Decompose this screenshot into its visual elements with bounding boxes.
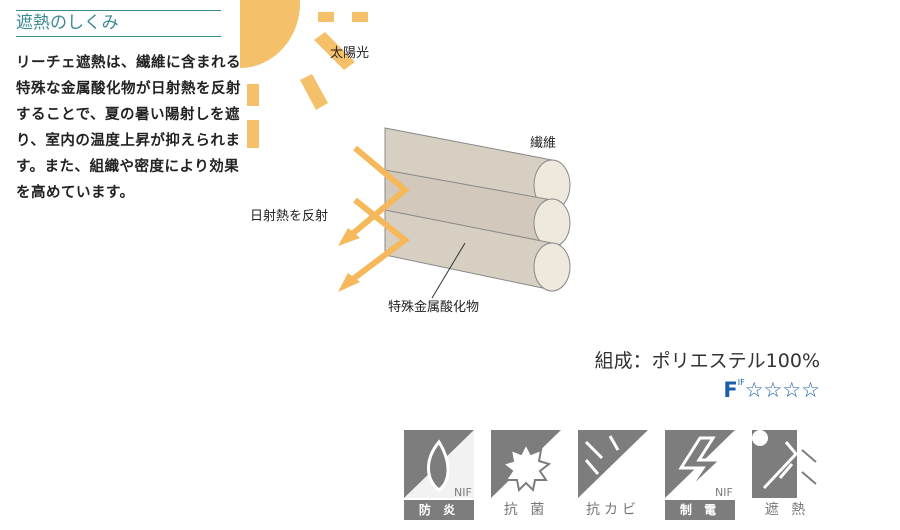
reflect-arrows xyxy=(343,145,410,288)
fiber-label: 繊維 xyxy=(530,136,557,151)
oxide-label: 特殊金属酸化物 xyxy=(388,300,480,315)
section-title: 遮熱のしくみ xyxy=(16,10,221,37)
heat-shield-icon: 遮 熱 xyxy=(752,430,822,520)
description: リーチェ遮熱は、繊維に含まれる特殊な金属酸化物が日射熱を反射することで、夏の暑い… xyxy=(16,55,241,201)
fiber xyxy=(384,169,571,248)
svg-text:NIF: NIF xyxy=(715,486,733,498)
fiber xyxy=(384,209,571,292)
svg-text:NIF: NIF xyxy=(454,486,472,498)
fibers xyxy=(384,127,571,292)
composition: 組成：ポリエステル100% xyxy=(594,350,820,372)
formaldehyde-rating: FIF☆☆☆☆ xyxy=(723,378,820,402)
antibacterial-icon: 抗 菌 xyxy=(491,430,561,520)
sun-icon xyxy=(240,0,368,148)
reflect-label: 日射熱を反射 xyxy=(250,209,329,224)
sun-label: 太陽光 xyxy=(330,46,370,61)
antistatic-icon: NIF 制 電 xyxy=(665,430,735,520)
flame-retardant-icon: NIF 防 炎 xyxy=(404,430,474,520)
anti-mold-icon: 抗カビ xyxy=(578,430,648,520)
heat-reflection-diagram xyxy=(240,0,571,299)
